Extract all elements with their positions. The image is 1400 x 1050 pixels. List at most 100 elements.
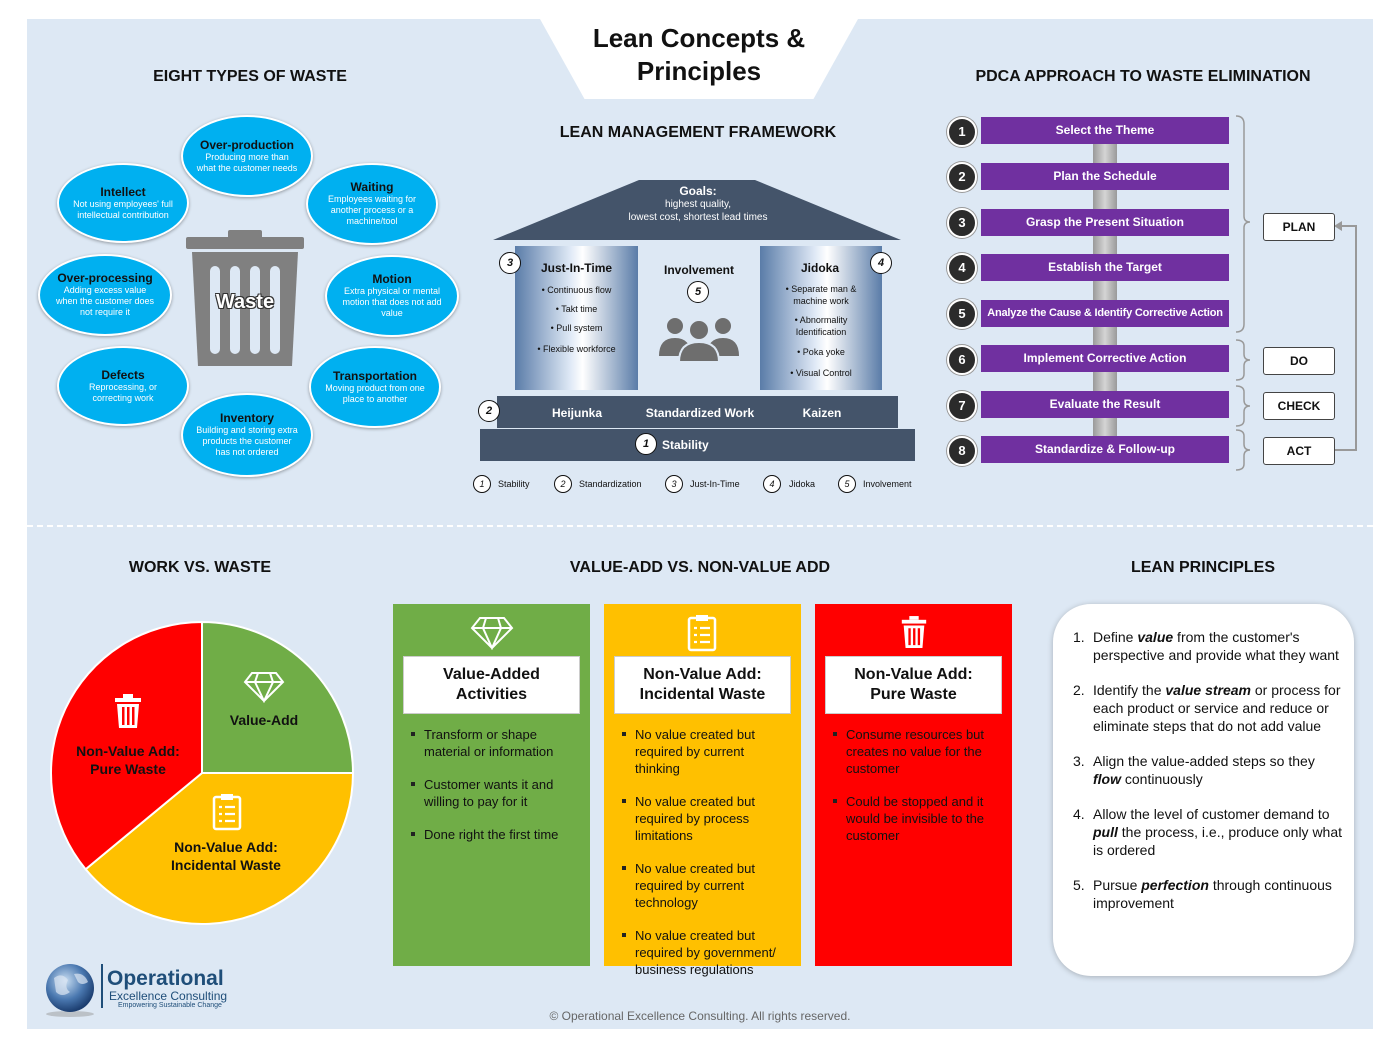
legend-badge: 1	[473, 475, 491, 493]
card-bullet: Could be stopped and it would be invisib…	[833, 793, 1003, 844]
principle-number: 1.	[1073, 629, 1085, 645]
waste-desc: Producing more than what the customer ne…	[196, 151, 298, 173]
involvement-number-badge: 5	[687, 281, 709, 303]
waste-bubble-overproduction: Over-production Producing more than what…	[181, 115, 313, 197]
principle-text: Identify the	[1093, 682, 1166, 698]
jit-item: • Takt time	[555, 304, 598, 314]
logo-subtitle: Excellence Consulting	[109, 989, 228, 1003]
principle-text: Define	[1093, 629, 1138, 645]
principle-item: 1.Define value from the customer's persp…	[1073, 628, 1345, 664]
legend-label: Stability	[498, 479, 530, 489]
pdca-heading: PDCA APPROACH TO WASTE ELIMINATION	[975, 68, 1311, 85]
waste-title: Intellect	[100, 184, 146, 199]
pdca-step-number: 8	[947, 436, 977, 466]
pie-label-line: Incidental Waste	[171, 857, 281, 873]
waste-desc: Extra physical or mental motion that doe…	[342, 286, 442, 318]
stability-foundation	[480, 429, 915, 461]
card-bullet: Done right the first time	[411, 826, 581, 843]
goals-title: Goals:	[679, 184, 717, 198]
jit-item: • Pull system	[550, 323, 603, 333]
pdca-phase-do: DO	[1263, 347, 1335, 375]
waste-bubble-overprocessing: Over-processing Adding excess value when…	[38, 254, 172, 336]
waste-desc: Reprocessing, or correcting work	[88, 381, 158, 403]
jit-pillar-title: Just-In-Time	[540, 261, 613, 275]
pdca-step-number: 3	[947, 208, 977, 238]
card-bullet: Transform or shape material or informati…	[411, 726, 581, 760]
pdca-phase-plan: PLAN	[1263, 213, 1335, 241]
jidoka-item: • Abnormality Identification	[794, 315, 848, 337]
principle-item: 2.Identify the value stream or process f…	[1073, 681, 1345, 735]
pdca-step-number: 2	[947, 162, 977, 192]
waste-desc: Moving product from one place to another	[325, 382, 425, 404]
title-tab	[540, 19, 858, 99]
principle-text: Pursue	[1093, 877, 1142, 893]
waste-bubble-defects: Defects Reprocessing, or correcting work	[57, 346, 189, 426]
pdca-phase-check: CHECK	[1263, 392, 1335, 420]
waste-title: Waiting	[350, 180, 394, 194]
legend-badge: 3	[665, 475, 683, 493]
pdca-step-number: 4	[947, 253, 977, 283]
pie-slice-incidental-waste	[84, 772, 355, 925]
goals-block: Goals: highest quality, lowest cost, sho…	[560, 184, 836, 224]
principle-number: 5.	[1073, 877, 1085, 893]
jidoka-pillar	[760, 246, 882, 390]
card-bullet: Customer wants it and willing to pay for…	[411, 776, 581, 810]
clipboard-icon	[687, 615, 717, 652]
principle-text: the process, i.e., produce only what is …	[1093, 824, 1343, 858]
pdca-step-number: 6	[947, 345, 977, 375]
card-bullet: No value created but required by governm…	[622, 927, 792, 978]
section-divider	[27, 525, 1373, 527]
card-title-line: Non-Value Add:	[643, 666, 762, 683]
jidoka-item: • Visual Control	[790, 368, 852, 378]
card-title-line: Value-Added	[443, 666, 540, 683]
waste-bubble-inventory: Inventory Building and storing extra pro…	[181, 393, 313, 477]
card-title-line: Incidental Waste	[639, 686, 766, 703]
goals-text-2: lowest cost, shortest lead times	[628, 212, 768, 223]
principle-number: 2.	[1073, 682, 1085, 698]
pie-label-value-add: Value-Add	[229, 712, 299, 728]
principle-text: Allow the level of customer demand to	[1093, 806, 1330, 822]
people-group-icon	[659, 318, 739, 362]
base-number-badge: 2	[478, 400, 500, 422]
jidoka-pillar-title: Jidoka	[800, 261, 839, 275]
standardization-base	[497, 396, 898, 428]
pdca-step: Implement Corrective Action	[981, 345, 1229, 372]
diamond-icon	[470, 617, 514, 650]
jit-item: • Flexible workforce	[537, 344, 616, 354]
trash-can-icon	[186, 230, 304, 366]
principle-keyword: flow	[1093, 771, 1121, 787]
waste-title: Inventory	[219, 411, 274, 425]
pdca-step: Analyze the Cause & Identify Corrective …	[981, 300, 1229, 327]
waste-heading: EIGHT TYPES OF WASTE	[153, 68, 347, 85]
pie-trash-icon	[115, 694, 141, 728]
principle-text: continuously	[1121, 771, 1203, 787]
pdca-step: Grasp the Present Situation	[981, 209, 1229, 236]
waste-desc: Not using employees' full intellectual c…	[73, 198, 173, 220]
pdca-step-number: 7	[947, 391, 977, 421]
principle-item: 4.Allow the level of customer demand to …	[1073, 805, 1345, 859]
principle-text: through continuous improvement	[1093, 877, 1332, 911]
base-item: Kaizen	[802, 406, 842, 420]
principle-keyword: perfection	[1141, 877, 1209, 893]
jidoka-item: • Poka yoke	[797, 347, 845, 357]
copyright-footer: © Operational Excellence Consulting. All…	[549, 1009, 851, 1023]
principle-keyword: pull	[1093, 824, 1118, 840]
foundation-number-badge: 1	[635, 433, 657, 455]
principle-text: Align the value-added steps so they	[1093, 753, 1315, 769]
globe-logo-icon	[46, 964, 94, 1017]
legend-label: Standardization	[579, 479, 642, 489]
waste-desc: Adding excess value when the customer do…	[55, 285, 155, 317]
value-add-heading: VALUE-ADD VS. NON-VALUE ADD	[569, 559, 831, 576]
pie-label-incidental-waste: Non-Value Add: Incidental Waste	[146, 838, 306, 874]
pdca-brackets-and-loop	[1235, 115, 1357, 471]
pdca-step: Plan the Schedule	[981, 163, 1229, 190]
card-bullet: No value created but required by current…	[622, 860, 792, 911]
pdca-step-number: 5	[947, 299, 977, 329]
waste-desc: Building and storing extra products the …	[196, 425, 298, 457]
principle-number: 4.	[1073, 806, 1085, 822]
waste-desc: Employees waiting for another process or…	[327, 194, 417, 226]
card-bullet: No value created but required by current…	[622, 726, 792, 777]
card-title: Non-Value Add:Pure Waste	[825, 656, 1002, 714]
